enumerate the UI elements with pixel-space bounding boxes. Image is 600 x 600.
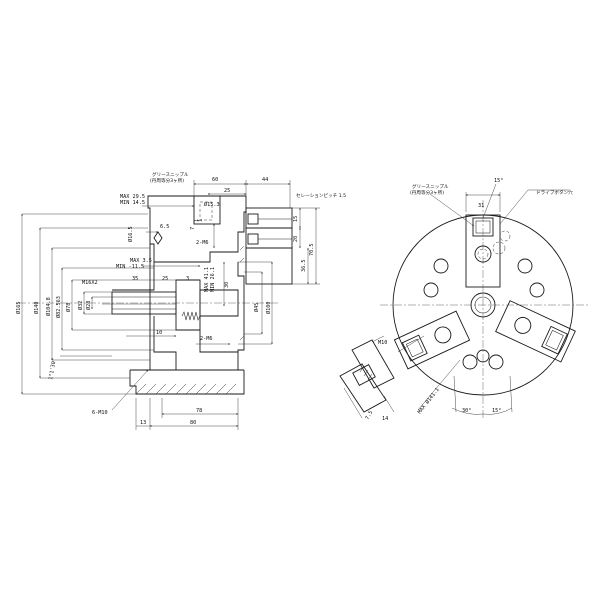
dim-31: 31 xyxy=(478,203,484,209)
top-jaw-block xyxy=(245,207,293,229)
dim-25: 25 xyxy=(162,276,168,282)
m10-label: 6-M10 xyxy=(92,410,108,416)
angle-15-bottom: 15° xyxy=(492,408,501,414)
max-3-5: MAX 3.5 xyxy=(130,258,152,264)
dim-14: 14 xyxy=(382,416,388,422)
dim-25-top: 25 xyxy=(224,188,230,194)
m10-front: M10 xyxy=(378,340,387,346)
section-hatching xyxy=(135,245,245,395)
front-grease-sub: (丹周等分3ヶ所) xyxy=(410,189,444,196)
taper-angle: 1°1'30" xyxy=(48,358,58,381)
dim-7-5: 7.5 xyxy=(365,410,375,421)
min-14-5: MIN 14.5 xyxy=(120,200,145,206)
detail-view xyxy=(339,335,395,419)
top-dimension-lines xyxy=(142,180,291,267)
diameter-dimension-lines xyxy=(21,213,176,395)
grease-sub: (丹周等分3ヶ所) xyxy=(150,177,184,184)
dim-13: 13 xyxy=(140,420,146,426)
dia-78: Ø78 xyxy=(65,303,72,312)
dim-35: 35 xyxy=(132,276,138,282)
jaw-slot-right xyxy=(495,300,576,363)
max-41-1: MAX 41.1 xyxy=(204,267,210,292)
angle-30: 30° xyxy=(462,408,471,414)
m16x2: M16X2 xyxy=(82,280,98,286)
phi-15-3: Ø15.3 xyxy=(204,201,220,208)
dim-78: 78 xyxy=(196,408,202,414)
drive-button-label: ドライブボタン穴 xyxy=(536,189,573,196)
dia-28: Ø28 xyxy=(85,301,92,310)
grease-label: グリースニップル xyxy=(152,171,189,178)
min-26-1: MIN 26.1 xyxy=(210,267,216,292)
dia-140: Ø140 xyxy=(33,302,40,315)
dim-3: 3 xyxy=(186,276,189,282)
dim-1a: 1 xyxy=(194,219,200,222)
dia-82-563: Ø82.563 xyxy=(55,296,62,318)
dim-36-5: 36.5 xyxy=(301,260,307,273)
dia-165: Ø165 xyxy=(15,302,22,315)
max-phi-141-1: MAX Ø141.1 xyxy=(416,386,441,415)
body-outline xyxy=(149,244,245,371)
side-view-labels: 60 25 44 グリースニップル (丹周等分3ヶ所) セレーションピッチ 1.… xyxy=(15,171,346,426)
dim-7: 7 xyxy=(190,227,196,230)
jaw-slot-left xyxy=(393,310,471,370)
body-flange xyxy=(129,370,245,395)
dim-60: 60 xyxy=(212,177,218,183)
dim-44: 44 xyxy=(262,177,268,183)
dim-6-5: 6.5 xyxy=(160,224,169,230)
front-grease-label: グリースニップル xyxy=(412,183,449,190)
min-11-5: MIN -11.5 xyxy=(116,264,144,270)
spring xyxy=(181,311,201,321)
bottom-dimension-lines xyxy=(60,303,239,430)
front-view xyxy=(339,183,590,420)
dim-70-5: 70.5 xyxy=(309,244,315,257)
master-jaw-block xyxy=(245,247,293,285)
max-29-5: MAX 29.5 xyxy=(120,194,145,200)
dim-80: 80 xyxy=(190,420,196,426)
body-top-block xyxy=(147,195,247,263)
phi-100: Ø100 xyxy=(265,302,272,315)
side-view xyxy=(18,180,320,430)
jaw-slot-top xyxy=(465,214,501,288)
bolt-holes xyxy=(423,230,545,370)
m6-top: 2-M6 xyxy=(196,240,209,246)
right-dimension-lines xyxy=(213,207,320,345)
phi-45: Ø45 xyxy=(253,303,260,312)
phi-16-5: Ø16.5 xyxy=(127,226,134,242)
front-dimension-lines xyxy=(397,183,570,415)
dim-15: 15 xyxy=(293,216,299,222)
dim-10: 10 xyxy=(156,330,162,336)
dia-32: Ø32 xyxy=(77,301,84,310)
dim-30: 30 xyxy=(224,282,230,288)
serration-label: セレーションピッチ 1.5 xyxy=(296,193,346,199)
m6-bottom: 2-M6 xyxy=(200,336,213,342)
grease-nipple-block xyxy=(193,195,221,225)
dim-1b: 1 xyxy=(198,219,204,222)
angle-15-top: 15° xyxy=(494,178,503,184)
dia-104-8: Ø104.8 xyxy=(45,297,52,316)
dim-20: 20 xyxy=(293,236,299,242)
